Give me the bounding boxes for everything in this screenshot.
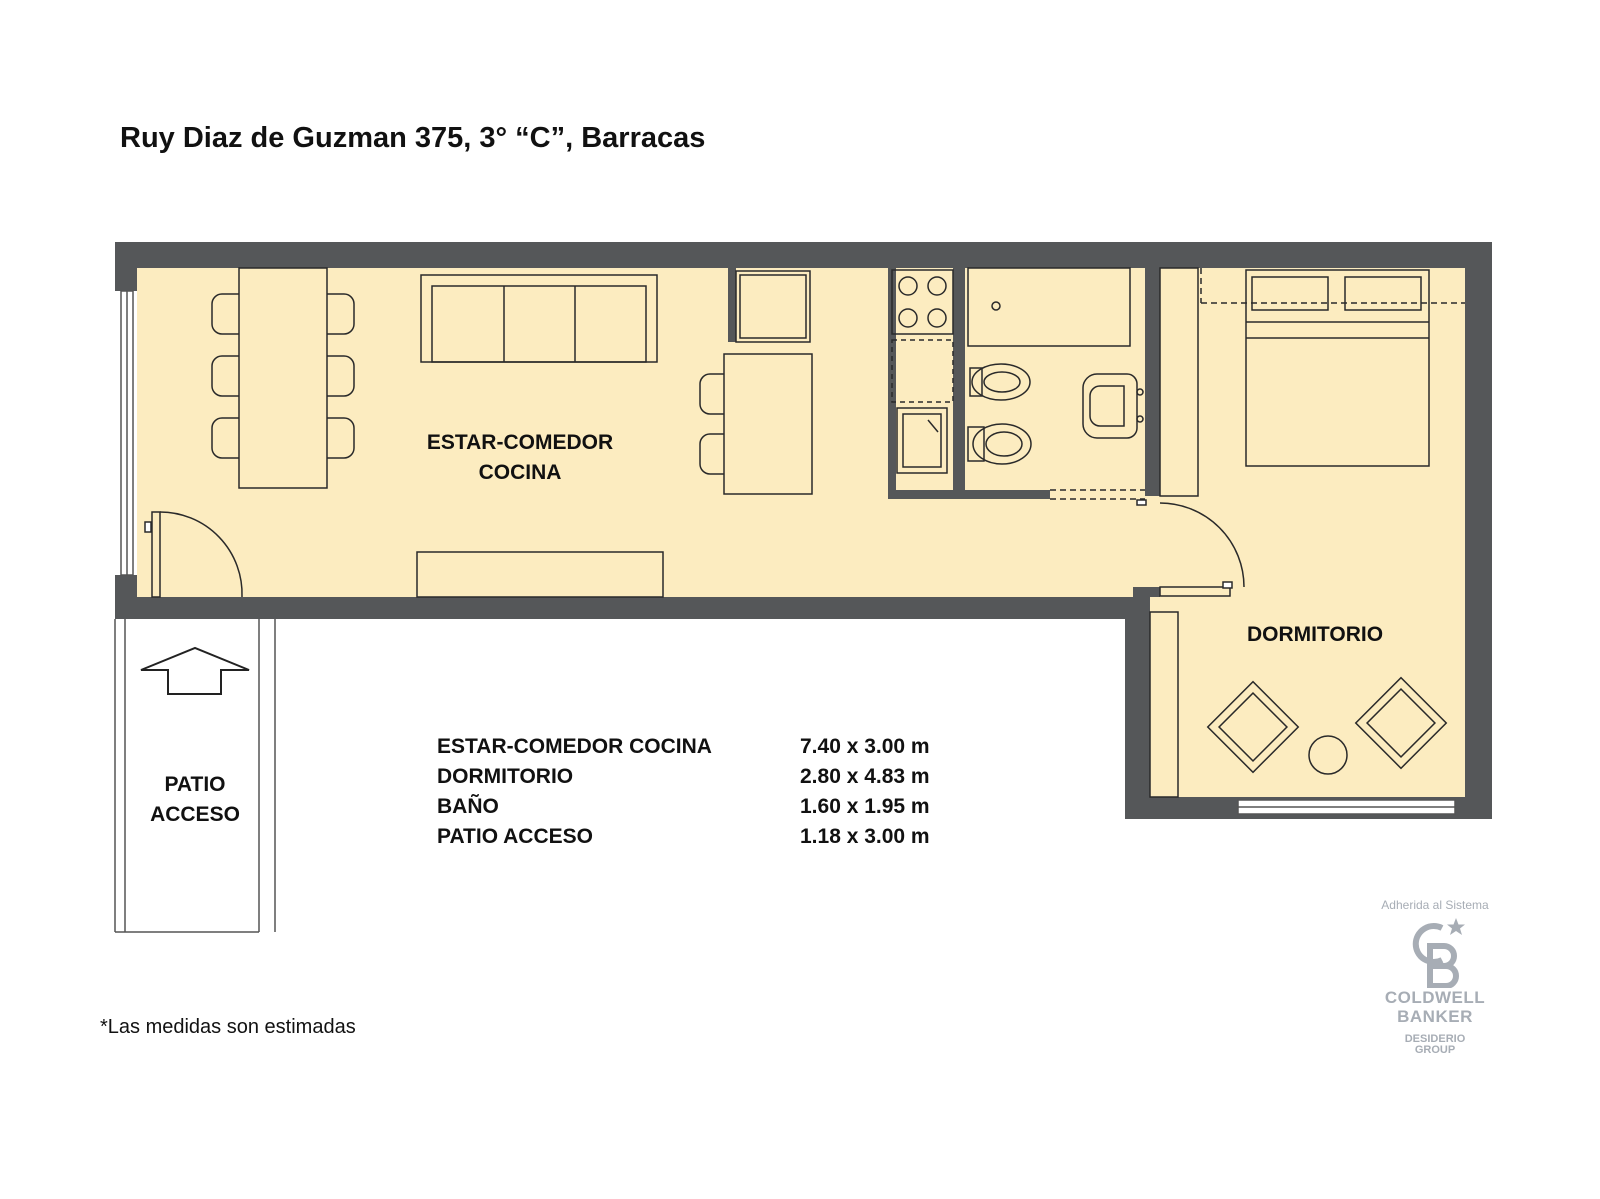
outer-walls xyxy=(115,242,1492,819)
armchair-left xyxy=(1206,680,1300,774)
room-label-patio-line1: PATIO xyxy=(164,773,226,796)
window-left xyxy=(120,290,134,576)
entry-arrow-icon xyxy=(140,646,250,695)
kitchen-island xyxy=(723,353,813,495)
floor-areas xyxy=(137,268,1465,797)
coldwell-banker-logo: Adherida al Sistema COLDWELL BANKER DESI… xyxy=(1360,898,1510,1056)
measure-row: ESTAR-COMEDOR COCINA 7.40 x 3.00 m xyxy=(437,732,960,762)
measurements-table: ESTAR-COMEDOR COCINA 7.40 x 3.00 m DORMI… xyxy=(437,732,960,852)
entry-door xyxy=(144,511,243,598)
measure-value: 7.40 x 3.00 m xyxy=(800,735,930,758)
cb-monogram-icon xyxy=(1412,918,1465,988)
armchair-right xyxy=(1354,676,1448,770)
measure-row: BAÑO 1.60 x 1.95 m xyxy=(437,792,960,822)
logo-group-line2: GROUP xyxy=(1414,1044,1456,1056)
room-label-patio-line2: ACCESO xyxy=(150,803,240,826)
wardrobe xyxy=(1159,267,1199,497)
logo-group-line1: DESIDERIO xyxy=(1404,1033,1466,1045)
measure-value: 2.80 x 4.83 m xyxy=(800,765,930,788)
cooktop xyxy=(891,269,954,335)
footnote: *Las medidas son estimadas xyxy=(100,1016,356,1038)
measure-row: DORMITORIO 2.80 x 4.83 m xyxy=(437,762,960,792)
logo-adherida-text: Adherida al Sistema xyxy=(1381,898,1489,912)
room-label-estar-line1: ESTAR-COMEDOR xyxy=(426,431,614,454)
plan-title: Ruy Diaz de Guzman 375, 3° “C”, Barracas xyxy=(120,122,706,154)
room-label-patio-acceso: PATIO ACCESO xyxy=(140,770,250,830)
room-label-estar-line2: COCINA xyxy=(478,461,562,484)
measure-name: DORMITORIO xyxy=(437,765,574,788)
bidet xyxy=(971,363,1031,401)
dining-table xyxy=(238,267,328,489)
measure-value: 1.18 x 3.00 m xyxy=(800,825,930,848)
fridge xyxy=(735,270,811,343)
toilet xyxy=(972,423,1032,465)
patio-acceso xyxy=(114,619,276,933)
room-label-dormitorio: DORMITORIO xyxy=(1246,623,1384,646)
double-bed xyxy=(1245,269,1430,467)
doors xyxy=(144,499,1245,598)
measure-value: 1.60 x 1.95 m xyxy=(800,795,930,818)
kitchen-sink xyxy=(896,407,948,474)
side-table xyxy=(1308,735,1348,775)
measure-name: BAÑO xyxy=(437,795,499,818)
tv-console xyxy=(416,551,664,598)
logo-brand-line1: COLDWELL xyxy=(1384,988,1486,1007)
room-label-estar-comedor: ESTAR-COMEDOR COCINA xyxy=(420,428,620,488)
logo-brand-line2: BANKER xyxy=(1397,1007,1473,1026)
measure-name: PATIO ACCESO xyxy=(437,825,593,848)
dresser xyxy=(1149,611,1179,798)
measure-row: PATIO ACCESO 1.18 x 3.00 m xyxy=(437,822,960,852)
window-bottom xyxy=(1237,799,1456,815)
shower xyxy=(967,267,1131,347)
bedroom-door xyxy=(1136,499,1245,597)
measure-name: ESTAR-COMEDOR COCINA xyxy=(437,735,712,758)
furniture xyxy=(211,267,1465,798)
washbasin xyxy=(1082,373,1138,439)
